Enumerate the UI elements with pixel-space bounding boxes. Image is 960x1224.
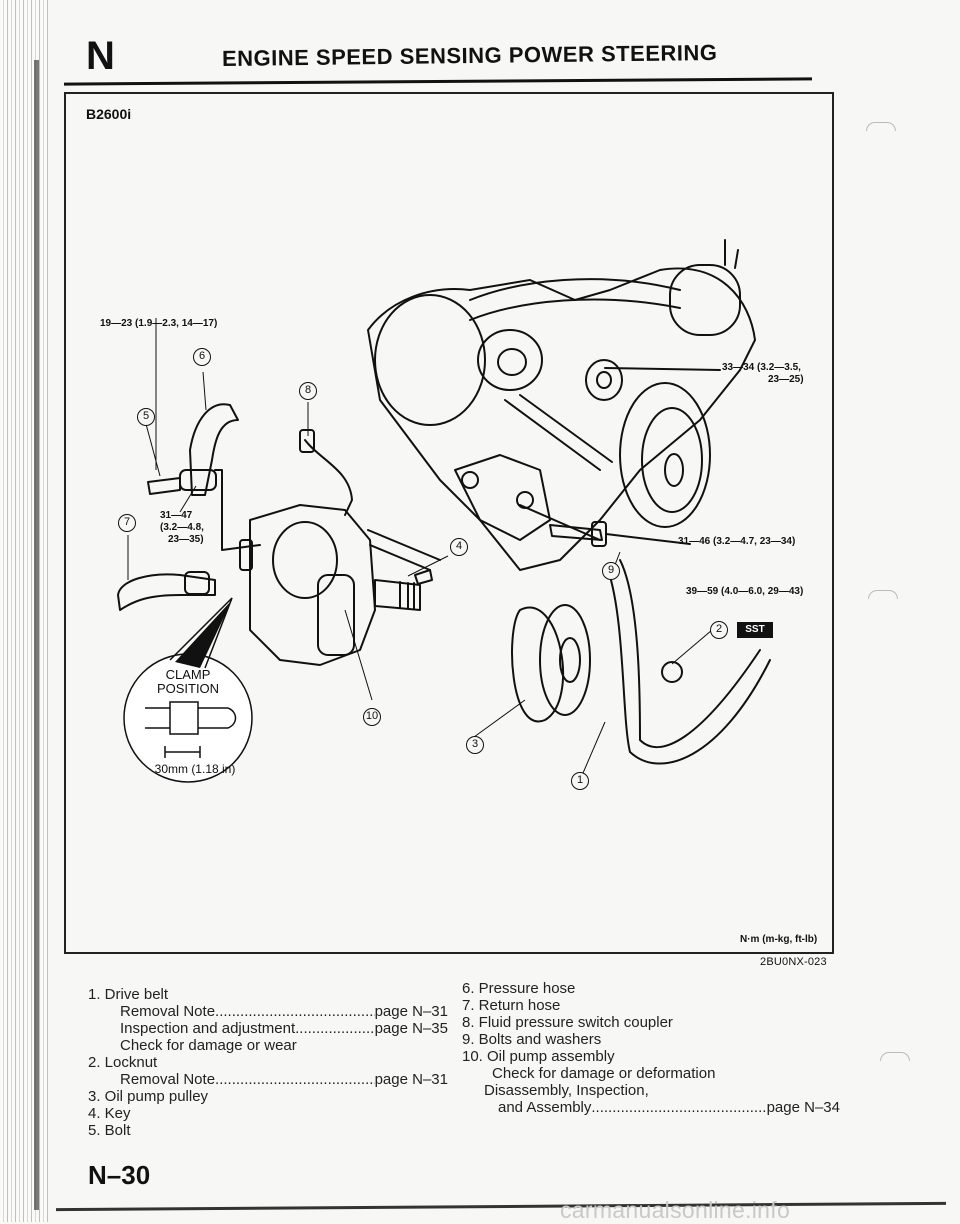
compressor-body bbox=[374, 294, 486, 426]
legend-item: Check for damage or deformation bbox=[492, 1065, 716, 1082]
key bbox=[414, 569, 433, 585]
callout-8: 8 bbox=[299, 382, 317, 400]
power-steering-exploded-diagram bbox=[117, 239, 771, 783]
torque-spec-pump-line3: 23—35) bbox=[168, 534, 204, 545]
sst-badge: SST bbox=[737, 622, 773, 638]
pump-to-bracket-line bbox=[367, 529, 441, 571]
reservoir-tank bbox=[669, 264, 741, 336]
clamp-title-line2: POSITION bbox=[156, 681, 220, 696]
legend-item: 8. Fluid pressure switch coupler bbox=[462, 1014, 673, 1031]
torque-spec-bracket-bolts: 31—46 (3.2—4.7, 23—34) bbox=[678, 536, 796, 547]
page-binding-edge bbox=[0, 0, 48, 1222]
idler-pulley-inner bbox=[497, 348, 527, 376]
binding-shadow bbox=[34, 60, 39, 1210]
pressure-hose bbox=[189, 403, 239, 496]
callout-6: 6 bbox=[193, 348, 211, 366]
legend-item: Removal Notepage N–31 bbox=[88, 1003, 448, 1020]
callout-5: 5 bbox=[137, 408, 155, 426]
callout-1: 1 bbox=[571, 772, 589, 790]
tensioner-pulley-inner bbox=[596, 371, 612, 389]
legend-item: 6. Pressure hose bbox=[462, 980, 576, 997]
callout-2: 2 bbox=[710, 621, 728, 639]
legend-item: 1. Drive belt bbox=[88, 986, 169, 1003]
legend-item: Removal Notepage N–31 bbox=[88, 1071, 448, 1088]
crank-pulley-large bbox=[619, 382, 711, 528]
drive-belt-lower bbox=[607, 559, 771, 765]
parts-legend-right: 6. Pressure hose 7. Return hose 8. Fluid… bbox=[462, 980, 840, 1116]
footer-rule bbox=[56, 1201, 946, 1212]
idler-pulley bbox=[477, 329, 543, 391]
callout-3: 3 bbox=[466, 736, 484, 754]
torque-spec-hose-bolt: 19—23 (1.9—2.3, 14—17) bbox=[100, 318, 218, 329]
torque-spec-pump-line1: 31—47 bbox=[160, 510, 193, 521]
return-hose bbox=[117, 573, 216, 611]
oil-pump-body bbox=[249, 504, 376, 666]
pump-shaft bbox=[374, 579, 421, 611]
legend-item: 7. Return hose bbox=[462, 997, 561, 1014]
figure-frame bbox=[64, 92, 834, 954]
bolt-5 bbox=[147, 477, 181, 495]
legend-item: 10. Oil pump assembly bbox=[462, 1048, 615, 1065]
legend-item: 4. Key bbox=[88, 1105, 131, 1122]
model-label: B2600i bbox=[86, 106, 132, 122]
site-watermark: carmanualsonline.info bbox=[560, 1197, 791, 1223]
clamp-dimension: 30mm (1.18 in) bbox=[154, 762, 236, 776]
parts-legend-left: 1. Drive belt Removal Notepage N–31 Insp… bbox=[88, 986, 448, 1139]
torque-spec-locknut: 39—59 (4.0—6.0, 29—43) bbox=[686, 586, 804, 597]
legend-item: 3. Oil pump pulley bbox=[88, 1088, 209, 1105]
clamp-pointer bbox=[169, 597, 233, 669]
torque-spec-tensioner-line1: 33—34 (3.2—3.5, bbox=[722, 362, 801, 373]
margin-mark bbox=[868, 590, 898, 599]
legend-item: and Assemblypage N–34 bbox=[462, 1099, 840, 1116]
clamp-title-line1: CLAMP bbox=[165, 667, 211, 682]
tensioner-pulley bbox=[585, 359, 623, 401]
locknut bbox=[661, 661, 683, 683]
page-title: ENGINE SPEED SENSING POWER STEERING bbox=[221, 39, 718, 71]
callout-7: 7 bbox=[118, 514, 136, 532]
bolt-9 bbox=[549, 524, 603, 541]
bracket bbox=[454, 454, 551, 541]
page-number: N–30 bbox=[88, 1160, 151, 1190]
switch-coupler-wire bbox=[304, 439, 353, 516]
legend-item: Inspection and adjustmentpage N–35 bbox=[88, 1020, 448, 1037]
callout-10: 10 bbox=[363, 708, 381, 726]
torque-units: N·m (m-kg, ft-lb) bbox=[740, 934, 818, 945]
engine-block-outline bbox=[367, 267, 756, 571]
margin-mark bbox=[866, 122, 896, 131]
header-rule bbox=[63, 77, 813, 86]
legend-item: 5. Bolt bbox=[88, 1122, 131, 1139]
torque-spec-tensioner-line2: 23—25) bbox=[768, 374, 804, 385]
legend-item: 2. Locknut bbox=[88, 1054, 158, 1071]
legend-item: 9. Bolts and washers bbox=[462, 1031, 602, 1048]
callout-9: 9 bbox=[602, 562, 620, 580]
margin-mark bbox=[880, 1052, 910, 1061]
torque-spec-pump-line2: (3.2—4.8, bbox=[160, 522, 204, 533]
engine-belt-run bbox=[504, 394, 613, 471]
callout-4: 4 bbox=[450, 538, 468, 556]
legend-item: Check for damage or wear bbox=[120, 1037, 297, 1054]
legend-item: Disassembly, Inspection, bbox=[484, 1082, 649, 1099]
drive-belt-upper bbox=[469, 278, 681, 321]
section-letter: N bbox=[86, 34, 115, 78]
figure-code: 2BU0NX-023 bbox=[760, 956, 827, 968]
